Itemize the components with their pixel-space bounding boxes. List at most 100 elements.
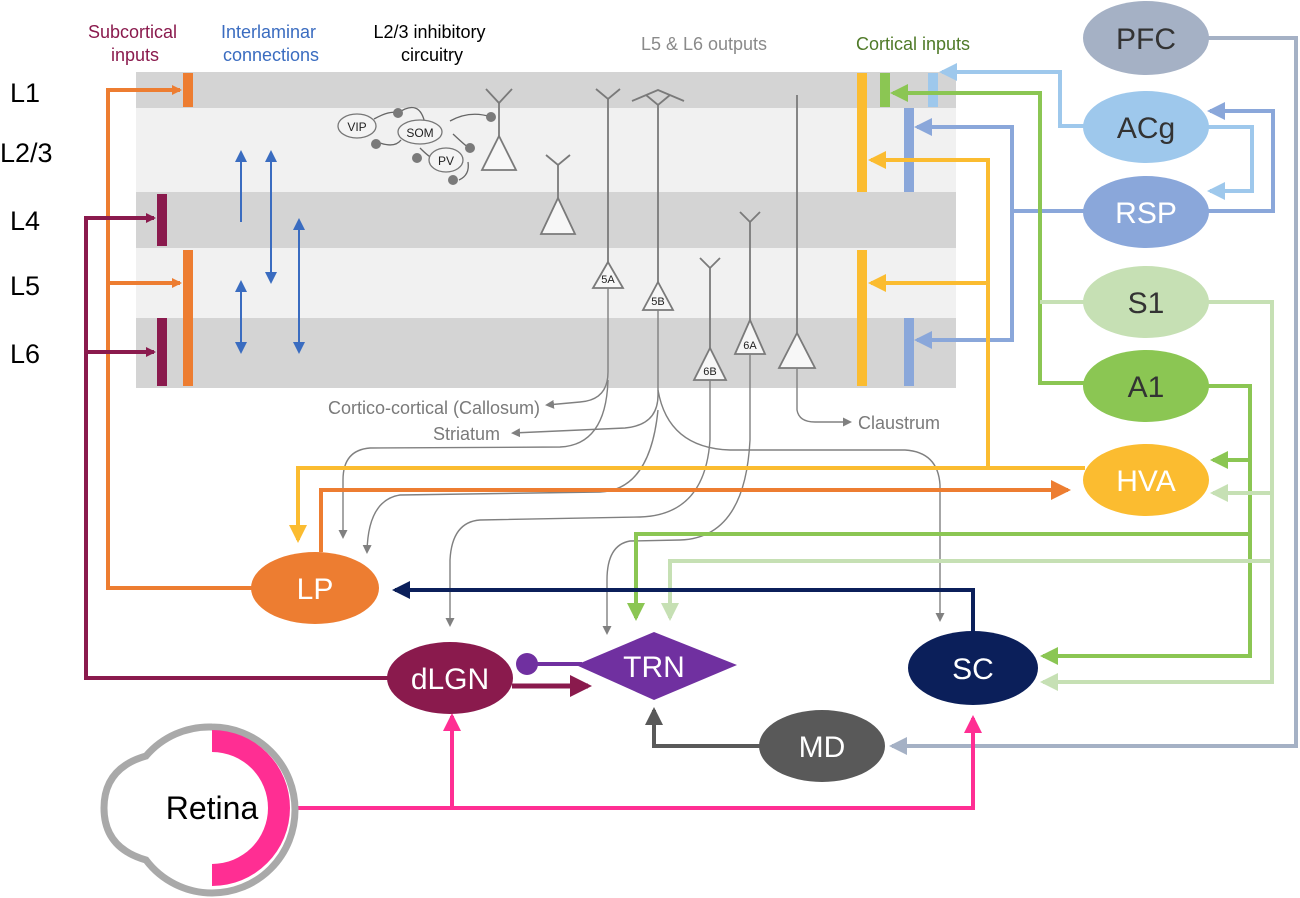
edge-acg-cortex — [939, 63, 1085, 128]
node-hva-label: HVA — [1116, 465, 1175, 498]
inhibitory-circuit: VIP SOM PV — [337, 106, 496, 185]
header-subcortical-line2: inputs — [111, 45, 159, 65]
node-md[interactable] — [759, 710, 885, 782]
edge-dlgn-cortex — [84, 213, 390, 680]
node-lp[interactable] — [251, 552, 379, 624]
node-sc[interactable] — [908, 631, 1038, 705]
edge-a1-l1 — [890, 84, 1085, 385]
cortical-input-bars — [857, 73, 938, 386]
node-hva[interactable] — [1083, 444, 1209, 516]
node-sc-label: SC — [952, 653, 994, 686]
axon-claustrum — [796, 368, 852, 427]
lp-input-bar-l5-l6 — [183, 250, 193, 386]
node-acg[interactable] — [1083, 91, 1209, 163]
edge-hva-cortex — [868, 151, 1085, 470]
edge-lp-hva — [319, 480, 1071, 552]
edge-sc-lp — [392, 581, 975, 632]
edge-acg-rsp — [1205, 125, 1254, 200]
edge-rsp-l23 — [914, 118, 1085, 213]
layer-label-l6: L6 — [10, 339, 40, 369]
header-inhibitory-line2: circuitry — [401, 45, 463, 65]
retina-eye-outline — [100, 723, 299, 897]
edge-pfc-md — [889, 36, 1298, 755]
hva-input-bar-lower — [857, 250, 867, 386]
edge-md-trn — [645, 707, 760, 748]
header-interlaminar-line2: connections — [223, 45, 319, 65]
node-trn-label: TRN — [623, 651, 685, 684]
pyramid-l23 — [480, 88, 518, 171]
header-cortical-inputs: Cortical inputs — [856, 34, 970, 54]
header-subcortical-line1: Subcortical — [88, 22, 177, 42]
vip-label: VIP — [347, 120, 366, 134]
node-s1-label: S1 — [1128, 287, 1165, 320]
dlgn-input-bar-l6 — [157, 318, 167, 386]
hva-input-bar-upper — [857, 73, 867, 192]
layer-band-l1 — [136, 72, 956, 108]
node-s1[interactable] — [1083, 266, 1209, 338]
header-inhibitory-line1: L2/3 inhibitory — [373, 22, 485, 42]
header-l5-l6-outputs: L5 & L6 outputs — [641, 34, 767, 54]
header-subcortical-inputs: Subcortical inputs — [88, 22, 182, 65]
edge-a1-trn — [627, 532, 1250, 621]
node-lp-label: LP — [297, 573, 334, 606]
node-retina[interactable]: Retina — [100, 723, 299, 897]
header-interlaminar-line1: Interlaminar — [221, 22, 316, 42]
axon-6a-trn — [602, 354, 751, 635]
som-label: SOM — [406, 126, 433, 140]
output-label-callosum: Cortico-cortical (Callosum) — [328, 398, 540, 418]
layer-label-l1: L1 — [10, 78, 40, 108]
pyramidal-neurons — [480, 88, 817, 381]
axon-5a-callosum — [545, 288, 609, 409]
edge-hva-lp — [289, 466, 988, 543]
pyramid-label-6a: 6A — [743, 340, 757, 352]
output-label-striatum: Striatum — [433, 424, 500, 444]
layer-label-l23: L2/3 — [0, 138, 53, 168]
edge-rsp-acg — [1205, 102, 1275, 213]
pyramid-label-5b: 5B — [651, 296, 664, 308]
interlaminar-arrows — [235, 150, 305, 354]
edge-retina-dlgn — [290, 715, 982, 810]
layer-label-l5: L5 — [10, 271, 40, 301]
node-acg-label: ACg — [1117, 112, 1175, 145]
edge-lp-cortex — [106, 85, 252, 590]
rsp-input-bar-l23 — [904, 108, 914, 192]
layer-band-l6 — [136, 318, 956, 388]
rsp-input-bar-l6 — [904, 318, 914, 386]
node-a1-label: A1 — [1128, 371, 1165, 404]
axon-5b-lp — [362, 409, 659, 554]
a1-input-bar-l1 — [880, 73, 890, 107]
edge-a1-sc — [1040, 384, 1252, 665]
node-retina-label: Retina — [166, 790, 259, 826]
output-label-claustrum: Claustrum — [858, 413, 940, 433]
inhibitory-terminal-trn-dlgn — [516, 653, 538, 675]
pv-label: PV — [438, 154, 454, 168]
node-dlgn[interactable] — [387, 642, 513, 714]
som-interneuron — [397, 119, 443, 145]
node-rsp-label: RSP — [1115, 197, 1177, 230]
pv-interneuron — [428, 147, 464, 173]
node-trn[interactable] — [576, 632, 737, 700]
node-md-label: MD — [799, 731, 846, 764]
retina-photoreceptor-layer — [212, 730, 290, 886]
cortex-layers — [136, 72, 956, 388]
node-pfc[interactable] — [1083, 1, 1209, 75]
header-inhibitory-circuitry: L2/3 inhibitory circuitry — [373, 22, 490, 65]
dlgn-input-bar-l4 — [157, 194, 167, 246]
layer-band-l5 — [136, 248, 956, 318]
edge-s1-trn — [661, 559, 1272, 621]
node-rsp[interactable] — [1083, 176, 1209, 248]
edge-rsp-l6 — [914, 211, 1014, 349]
node-pfc-label: PFC — [1116, 23, 1176, 56]
lp-input-bar-l1 — [183, 73, 193, 107]
subcortical-input-bars — [157, 73, 193, 386]
header-interlaminar-connections: Interlaminar connections — [221, 22, 321, 65]
axon-5a-lp — [338, 379, 609, 539]
vip-interneuron — [337, 113, 377, 139]
layer-band-l4 — [136, 192, 956, 248]
pyramid-label-6b: 6B — [703, 366, 716, 378]
node-dlgn-label: dLGN — [411, 663, 489, 696]
layer-label-l4: L4 — [10, 206, 40, 236]
acg-input-bar-l1 — [928, 73, 938, 107]
layer-band-l23 — [136, 108, 956, 192]
node-a1[interactable] — [1083, 350, 1209, 422]
